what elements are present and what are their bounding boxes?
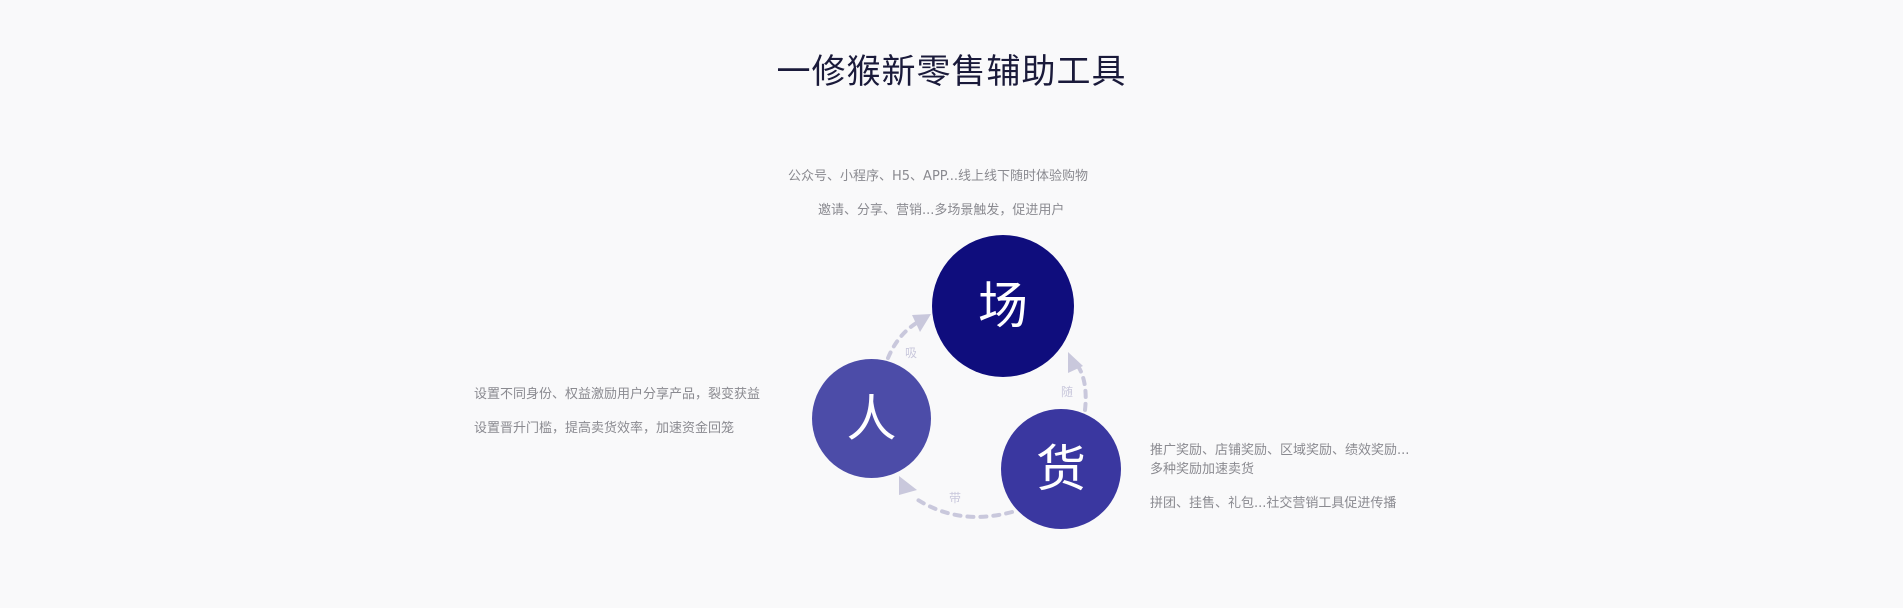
goods-desc-line-2: 多种奖励加速卖货 [1150,462,1255,477]
node-scene: 场 [932,235,1074,377]
goods-desc-line-3: 拼团、挂售、礼包...社交营销工具促进传播 [1150,496,1397,511]
page-title: 一修猴新零售辅助工具 [776,52,1127,92]
arrowhead-scene-left [912,314,931,332]
arrow-label-follow: 随 [1061,385,1074,399]
people-desc-line-2: 设置晋升门槛，提高卖货效率，加速资金回笼 [474,421,735,436]
scene-desc-line-1: 公众号、小程序、H5、APP...线上线下随时体验购物 [788,169,1088,184]
scene-desc-line-2: 邀请、分享、营销...多场景触发，促进用户 [818,203,1065,218]
node-scene-label: 场 [978,277,1028,335]
arrow-label-bring: 带 [949,491,962,505]
arrowhead-scene-right [1068,352,1083,373]
arrowhead-people [899,476,917,495]
node-goods-label: 货 [1036,440,1086,498]
node-people: 人 [812,359,931,478]
node-goods: 货 [1001,409,1121,529]
arrow-people-to-scene [886,320,920,360]
node-people-label: 人 [846,389,897,448]
goods-desc-line-1: 推广奖励、店铺奖励、区域奖励、绩效奖励... [1150,443,1410,458]
arrow-goods-to-people [916,498,1014,519]
arrow-goods-to-scene [1076,364,1088,412]
people-desc-line-1: 设置不同身份、权益激励用户分享产品，裂变获益 [474,387,761,402]
arrow-label-attract: 吸 [905,346,918,360]
